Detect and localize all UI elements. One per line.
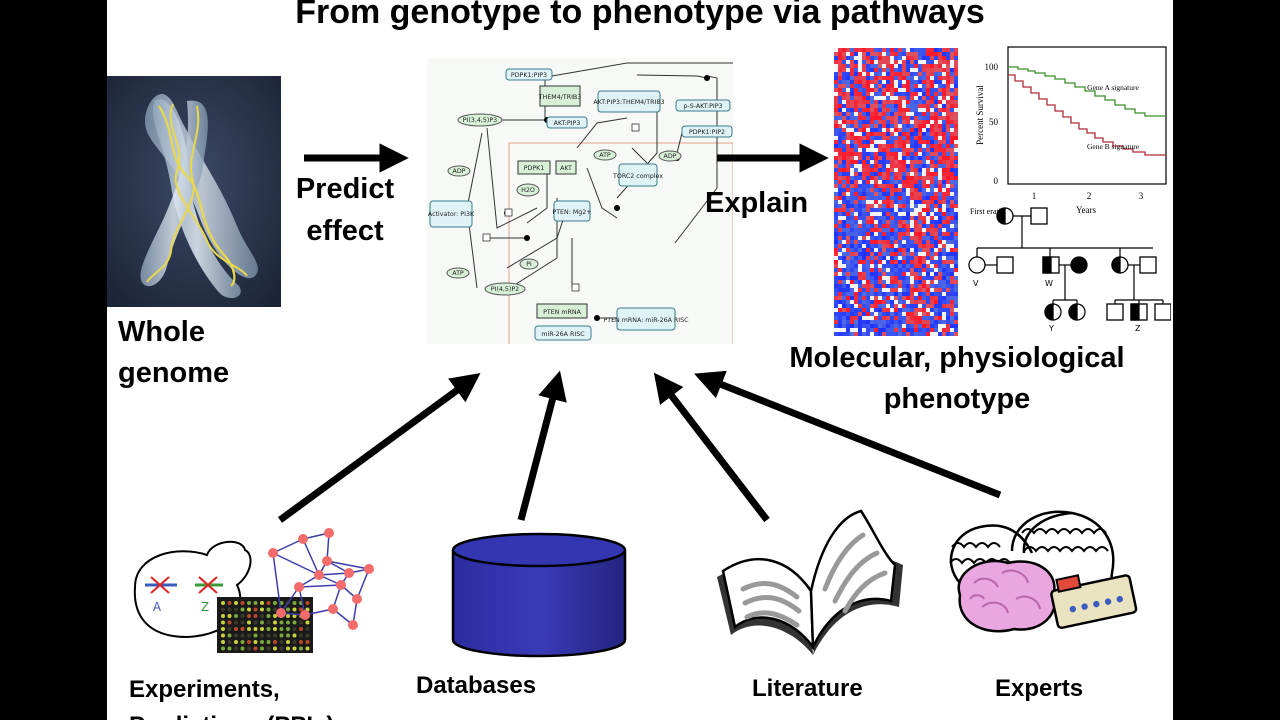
node-p-s-akt-pip3: p-S-AKT:PIP3 bbox=[675, 99, 731, 112]
whole-genome-line2: genome bbox=[118, 357, 230, 389]
svg-text:PDPK1:PIP3: PDPK1:PIP3 bbox=[511, 72, 547, 79]
svg-text:PTEN: Mg2+: PTEN: Mg2+ bbox=[552, 209, 591, 216]
literature-label: Literature bbox=[752, 675, 863, 702]
slide-title: From genotype to phenotype via pathways bbox=[295, 0, 985, 31]
node-pdpk1-pip2: PDPK1:PIP2 bbox=[681, 125, 733, 138]
svg-text:PTEN mRNA: PTEN mRNA bbox=[543, 309, 582, 316]
slide: From genotype to phenotype via pathways … bbox=[107, 0, 1173, 720]
survival-ylabel: Percent Survival bbox=[975, 85, 985, 145]
phenotype-line1: Molecular, physiological bbox=[789, 342, 1125, 374]
experts-label: Experts bbox=[995, 675, 1084, 702]
svg-text:ATP: ATP bbox=[452, 270, 464, 277]
node-pten-mrna-risc: PTEN mRNA: miR-26A RISC bbox=[603, 307, 689, 331]
databases-label: Databases bbox=[416, 672, 537, 699]
ytick-0: 0 bbox=[994, 176, 999, 186]
node-pten-mrna: PTEN mRNA bbox=[536, 303, 588, 319]
node-akt: AKT bbox=[555, 160, 577, 175]
whole-genome-label: Whole genome bbox=[118, 312, 229, 394]
node-atp: ATP bbox=[593, 149, 617, 161]
experiments-label: Experiments, Predictions (PPIs) bbox=[129, 672, 334, 720]
svg-text:PI(4,5)P2: PI(4,5)P2 bbox=[491, 286, 519, 293]
svg-text:Activator: PI3K: Activator: PI3K bbox=[428, 211, 475, 218]
survival-series-b bbox=[1008, 74, 1166, 156]
svg-text:PDPK1: PDPK1 bbox=[524, 165, 545, 172]
experts-illustration bbox=[949, 510, 1138, 633]
pedigree-label-w: W bbox=[1045, 279, 1053, 288]
survival-series-a bbox=[1008, 66, 1166, 117]
phenotype-line2: phenotype bbox=[883, 383, 1031, 415]
node-h2o: H2O bbox=[516, 183, 540, 197]
svg-text:PI(3,4,5)P3: PI(3,4,5)P3 bbox=[463, 117, 497, 124]
svg-text:TORC2 complex: TORC2 complex bbox=[612, 173, 663, 180]
svg-text:PTEN mRNA: miR-26A RISC: PTEN mRNA: miR-26A RISC bbox=[603, 317, 689, 324]
predict-line2: effect bbox=[306, 215, 384, 247]
gene-a-label: A bbox=[153, 600, 162, 614]
predict-line1: Predict bbox=[295, 173, 395, 205]
ppi-network bbox=[268, 528, 374, 630]
svg-text:ADP: ADP bbox=[664, 153, 677, 160]
xtick-2: 2 bbox=[1087, 191, 1092, 201]
experiments-line2: Predictions (PPIs) bbox=[129, 708, 334, 720]
explain-label: Explain bbox=[705, 187, 809, 219]
xtick-3: 3 bbox=[1139, 191, 1144, 201]
survival-curve: Percent Survival 100 50 0 1 2 3 Years Ge… bbox=[975, 46, 1167, 215]
svg-text:miR-26A RISC: miR-26A RISC bbox=[541, 331, 585, 338]
microarray-image bbox=[217, 597, 313, 653]
svg-text:AKT:PIP3: AKT:PIP3 bbox=[554, 120, 581, 127]
pedigree-chart: First eration V W bbox=[968, 207, 1171, 333]
pedigree-label-y: Y bbox=[1048, 324, 1054, 333]
pedigree-label-z: Z bbox=[1135, 324, 1141, 333]
database-icon bbox=[451, 532, 627, 658]
phenotype-label: Molecular, physiological phenotype bbox=[747, 338, 1167, 420]
node-pip3: PI(3,4,5)P3 bbox=[457, 113, 503, 127]
arrow-databases bbox=[517, 370, 567, 521]
svg-text:H2O: H2O bbox=[521, 187, 535, 194]
survival-xlabel: Years bbox=[1076, 205, 1097, 215]
expression-heatmap bbox=[834, 48, 958, 336]
svg-text:p-S-AKT:PIP3: p-S-AKT:PIP3 bbox=[683, 103, 722, 110]
node-akt-pip3: AKT:PIP3 bbox=[546, 116, 588, 129]
svg-text:THEM4/TRIB3: THEM4/TRIB3 bbox=[538, 94, 582, 101]
whole-genome-line1: Whole bbox=[118, 316, 205, 348]
experiments-illustration: A Z bbox=[133, 528, 374, 653]
node-them4-trib3: THEM4/TRIB3 bbox=[538, 85, 582, 107]
pathway-diagram: PDPK1:PIP3 THEM4/TRIB3 AKT:PIP3:THEM4/TR… bbox=[427, 58, 733, 344]
node-atp-left: ATP bbox=[446, 267, 470, 279]
chromosome-image bbox=[107, 76, 281, 307]
svg-text:Pi: Pi bbox=[526, 261, 532, 268]
node-activator-pi3k: Activator: PI3K bbox=[428, 200, 475, 228]
svg-text:ATP: ATP bbox=[599, 152, 611, 159]
experiments-line1: Experiments, bbox=[129, 676, 280, 703]
pedigree-label-v: V bbox=[973, 279, 979, 288]
series-b-label: Gene B signature bbox=[1087, 142, 1140, 151]
gene-z-label: Z bbox=[201, 600, 209, 614]
node-akt-pip3-them4: AKT:PIP3:THEM4/TRIB3 bbox=[593, 90, 665, 113]
ytick-100: 100 bbox=[985, 62, 999, 72]
series-a-label: Gene A signature bbox=[1087, 83, 1139, 92]
book-icon bbox=[717, 509, 903, 655]
ytick-50: 50 bbox=[989, 117, 999, 127]
svg-text:AKT:PIP3:THEM4/TRIB3: AKT:PIP3:THEM4/TRIB3 bbox=[593, 99, 664, 106]
pedigree-generation-label: First eration bbox=[970, 207, 1009, 216]
node-torc2: TORC2 complex bbox=[612, 163, 663, 187]
node-pip2: PI(4,5)P2 bbox=[484, 282, 526, 296]
predict-effect-label: Predict effect bbox=[290, 168, 400, 252]
node-adp: ADP bbox=[658, 150, 682, 162]
svg-text:AKT: AKT bbox=[560, 165, 572, 172]
svg-text:ADP: ADP bbox=[453, 168, 466, 175]
node-pdpk1-pip3: PDPK1:PIP3 bbox=[505, 68, 553, 81]
arrow-experiments bbox=[277, 373, 481, 523]
node-pi: Pi bbox=[519, 258, 539, 270]
node-mir26a-risc: miR-26A RISC bbox=[534, 325, 592, 341]
node-pdpk1: PDPK1 bbox=[517, 160, 551, 175]
node-pten-mg: PTEN: Mg2+ bbox=[552, 200, 592, 222]
xtick-1: 1 bbox=[1032, 191, 1037, 201]
svg-text:PDPK1:PIP2: PDPK1:PIP2 bbox=[689, 129, 725, 136]
node-adp-left: ADP bbox=[447, 165, 471, 177]
